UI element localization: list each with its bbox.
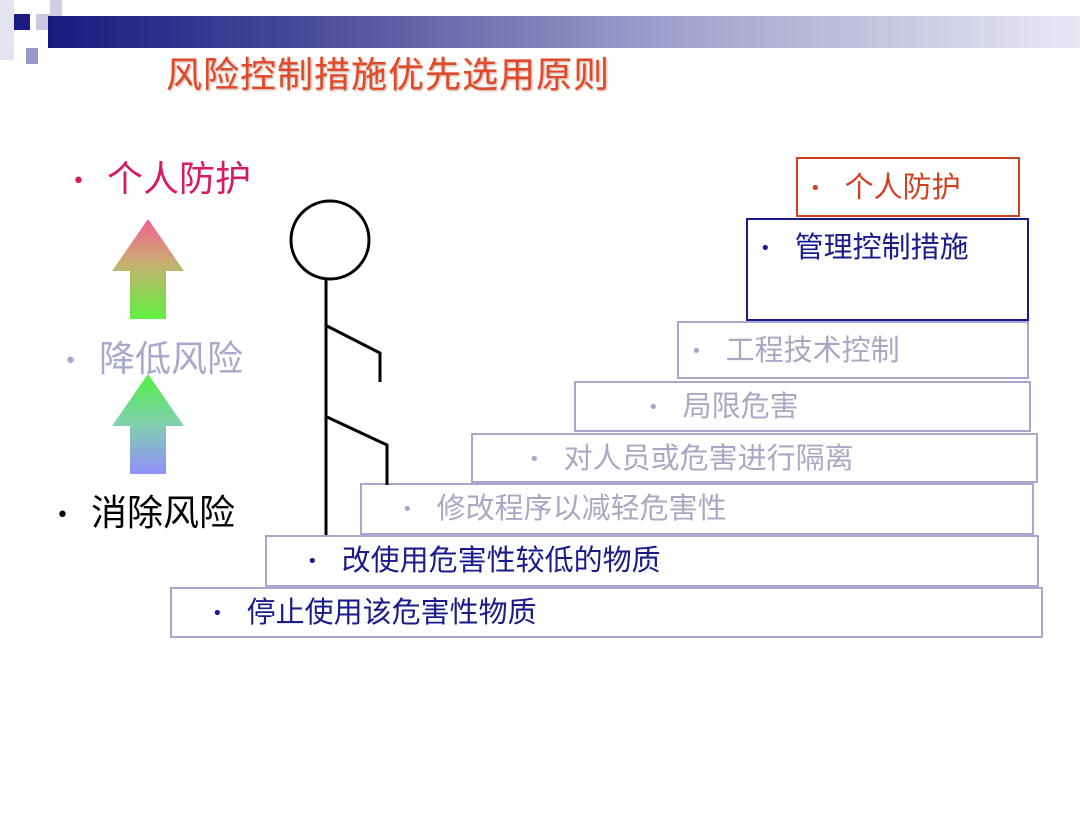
bullet-icon: • [212,603,223,624]
bullet-icon: • [760,238,771,259]
step-label: 工程技术控制 [725,333,900,367]
step-6: • 工程技术控制 [677,321,1029,379]
step-1: • 停止使用该危害性物质 [170,587,1043,638]
step-3: • 修改程序以减轻危害性 [360,483,1034,535]
step-label: 管理控制措施 [794,230,969,264]
step-8: • 个人防护 [796,157,1020,217]
decor-square [14,14,30,30]
decor-square [0,0,14,60]
bullet-icon: • [648,397,659,418]
step-2: • 改使用危害性较低的物质 [265,535,1039,587]
decor-square [36,14,50,30]
step-label: 改使用危害性较低的物质 [341,543,661,577]
bullet-icon: • [691,341,702,362]
bullet-icon: • [810,178,821,199]
step-label: 停止使用该危害性物质 [246,595,537,629]
slide-title: 风险控制措施优先选用原则 [166,55,611,96]
bullet-icon: • [402,499,413,520]
up-arrow-icon [112,219,184,319]
decor-square [26,48,38,64]
up-arrow-icon [112,374,184,474]
bullet-icon: • [529,449,540,470]
label-personal-protection: • 个人防护 [72,150,251,202]
step-label: 对人员或危害进行隔离 [563,441,854,475]
step-7: • 管理控制措施 [746,218,1029,321]
step-label: 局限危害 [682,389,799,423]
label-reduce-risk: • 降低风险 [64,330,243,382]
step-label: 修改程序以减轻危害性 [436,491,727,525]
label-text: 个人防护 [106,159,251,200]
step-4: • 对人员或危害进行隔离 [471,433,1038,483]
label-text: 消除风险 [90,493,235,534]
bullet-icon: • [72,168,85,194]
bullet-icon: • [307,551,318,572]
step-label: 个人防护 [844,170,961,204]
step-5: • 局限危害 [574,381,1031,432]
label-text: 降低风险 [98,339,243,380]
bullet-icon: • [64,348,77,374]
header-gradient-bar [48,16,1080,48]
bullet-icon: • [56,502,69,528]
label-eliminate-risk: • 消除风险 [56,484,235,536]
